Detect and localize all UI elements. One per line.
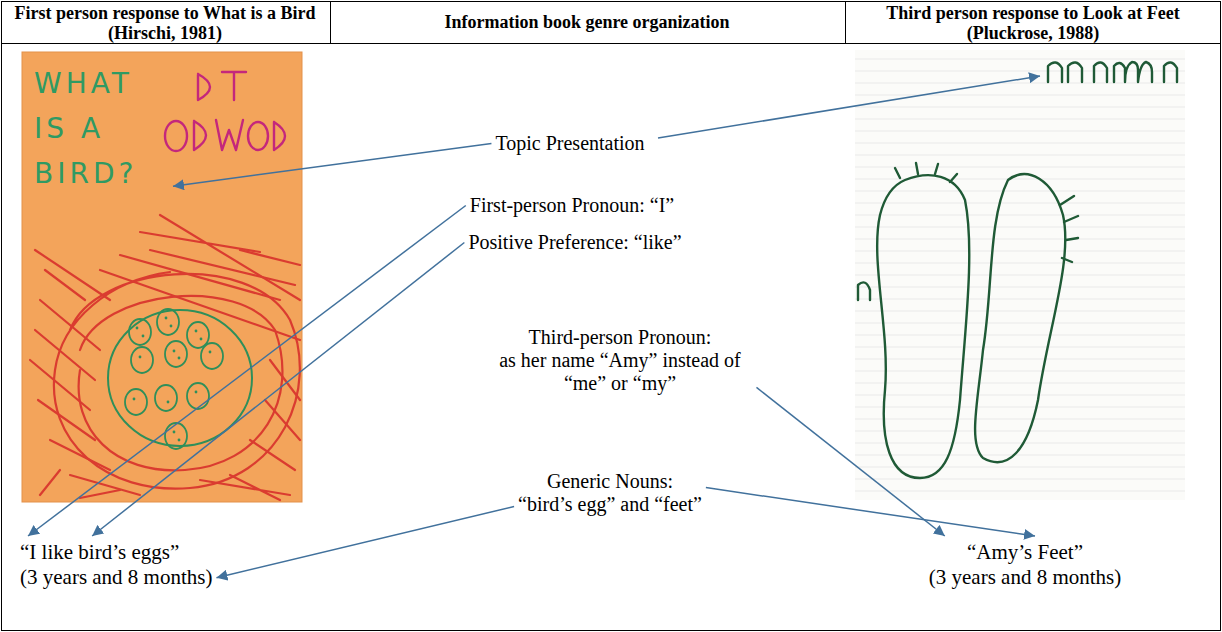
left-foot [877, 175, 969, 478]
pointer-arrow [757, 387, 945, 536]
node-subtext: “bird’s egg” and “feet” [518, 493, 702, 516]
egg-spot [195, 330, 198, 333]
egg [187, 322, 209, 348]
nest-stroke [30, 300, 140, 495]
nest-stroke [200, 360, 300, 500]
genre-feature: First-person Pronoun: “I” [466, 190, 678, 221]
response-caption: “Amy’s Feet”(3 years and 8 months) [925, 536, 1125, 594]
egg-spot [173, 350, 176, 353]
feet-outline [858, 62, 1177, 478]
header-divider [845, 1, 846, 43]
egg [157, 309, 179, 335]
egg-spot [136, 327, 139, 330]
column-header: First person response to What is a Bird … [10, 3, 320, 43]
egg [187, 383, 209, 409]
scribble-mark [216, 120, 243, 150]
magenta-scribble [165, 72, 285, 151]
genre-feature: Third-person Pronoun:as her name “Amy” i… [484, 322, 757, 399]
column-header: Information book genre organization [335, 12, 840, 32]
node-text: Third-person Pronoun: [488, 326, 753, 349]
egg [129, 319, 151, 345]
egg [201, 343, 223, 369]
toe-marks [895, 163, 957, 182]
pointer-arrow [706, 488, 1035, 536]
scribble-letter [858, 282, 870, 300]
eggs [125, 309, 223, 449]
egg-spot [170, 325, 173, 328]
egg [165, 423, 187, 449]
egg-spot [142, 335, 145, 338]
node-text: WHAT IS A BIRD? [34, 62, 169, 196]
red-nest [30, 215, 300, 500]
genre-feature: Generic Nouns:“bird’s egg” and “feet” [514, 466, 706, 520]
genre-feature: Positive Preference: “like” [464, 227, 685, 258]
node-text: Topic Presentation [495, 132, 644, 155]
egg [165, 341, 187, 367]
feet-drawing [855, 50, 1185, 500]
egg-spot [195, 391, 198, 394]
node-subtext: as her name “Amy” instead of “me” or “my… [488, 349, 753, 395]
toe-marks [1060, 196, 1078, 262]
egg-spot [178, 357, 181, 360]
egg [155, 385, 177, 411]
egg-spot [178, 439, 181, 442]
leader-arrow [658, 76, 1040, 138]
egg [125, 389, 147, 415]
genre-feature: Topic Presentation [491, 128, 648, 159]
egg-spot [173, 431, 176, 434]
scribble-mark [198, 74, 210, 100]
node-subtext: (3 years and 8 months) [20, 565, 212, 590]
pointer-arrow [92, 243, 464, 537]
response-caption: “I like bird’s eggs”(3 years and 8 month… [16, 536, 216, 594]
paper-lines [855, 50, 1185, 500]
scribble-mark [248, 122, 268, 150]
node-subtext: (3 years and 8 months) [929, 565, 1121, 590]
scribble-mark [194, 121, 206, 150]
header-divider [330, 1, 331, 43]
white-paper [855, 50, 1185, 500]
scribble-mark [274, 122, 285, 150]
nest-stroke [35, 215, 300, 498]
egg-spot [200, 338, 203, 341]
scribble-letters [1048, 62, 1177, 82]
node-text: Positive Preference: “like” [468, 231, 681, 254]
egg-spot [167, 401, 170, 404]
nest-stroke [54, 272, 300, 489]
child-writing: WHAT IS A BIRD? [30, 58, 173, 200]
pointer-arrow [28, 206, 466, 537]
egg-spot [133, 398, 136, 401]
right-foot [975, 174, 1065, 462]
egg-spot [165, 317, 168, 320]
nest-circle [108, 310, 252, 446]
pointer-arrow [216, 507, 514, 578]
egg-spot [209, 351, 212, 354]
header-rule [1, 43, 1221, 44]
node-text: “Amy’s Feet” [929, 540, 1121, 565]
pointer-arrow [173, 144, 491, 187]
scribble-mark [222, 72, 246, 100]
egg-spot [139, 356, 142, 359]
egg-spots [133, 317, 212, 442]
node-text: First-person Pronoun: “I” [470, 194, 674, 217]
scribble-mark [165, 121, 187, 151]
egg [131, 347, 153, 373]
column-header: Third person response to Look at Feet (P… [863, 3, 1203, 43]
node-text: “I like bird’s eggs” [20, 540, 212, 565]
node-text: Generic Nouns: [518, 470, 702, 493]
